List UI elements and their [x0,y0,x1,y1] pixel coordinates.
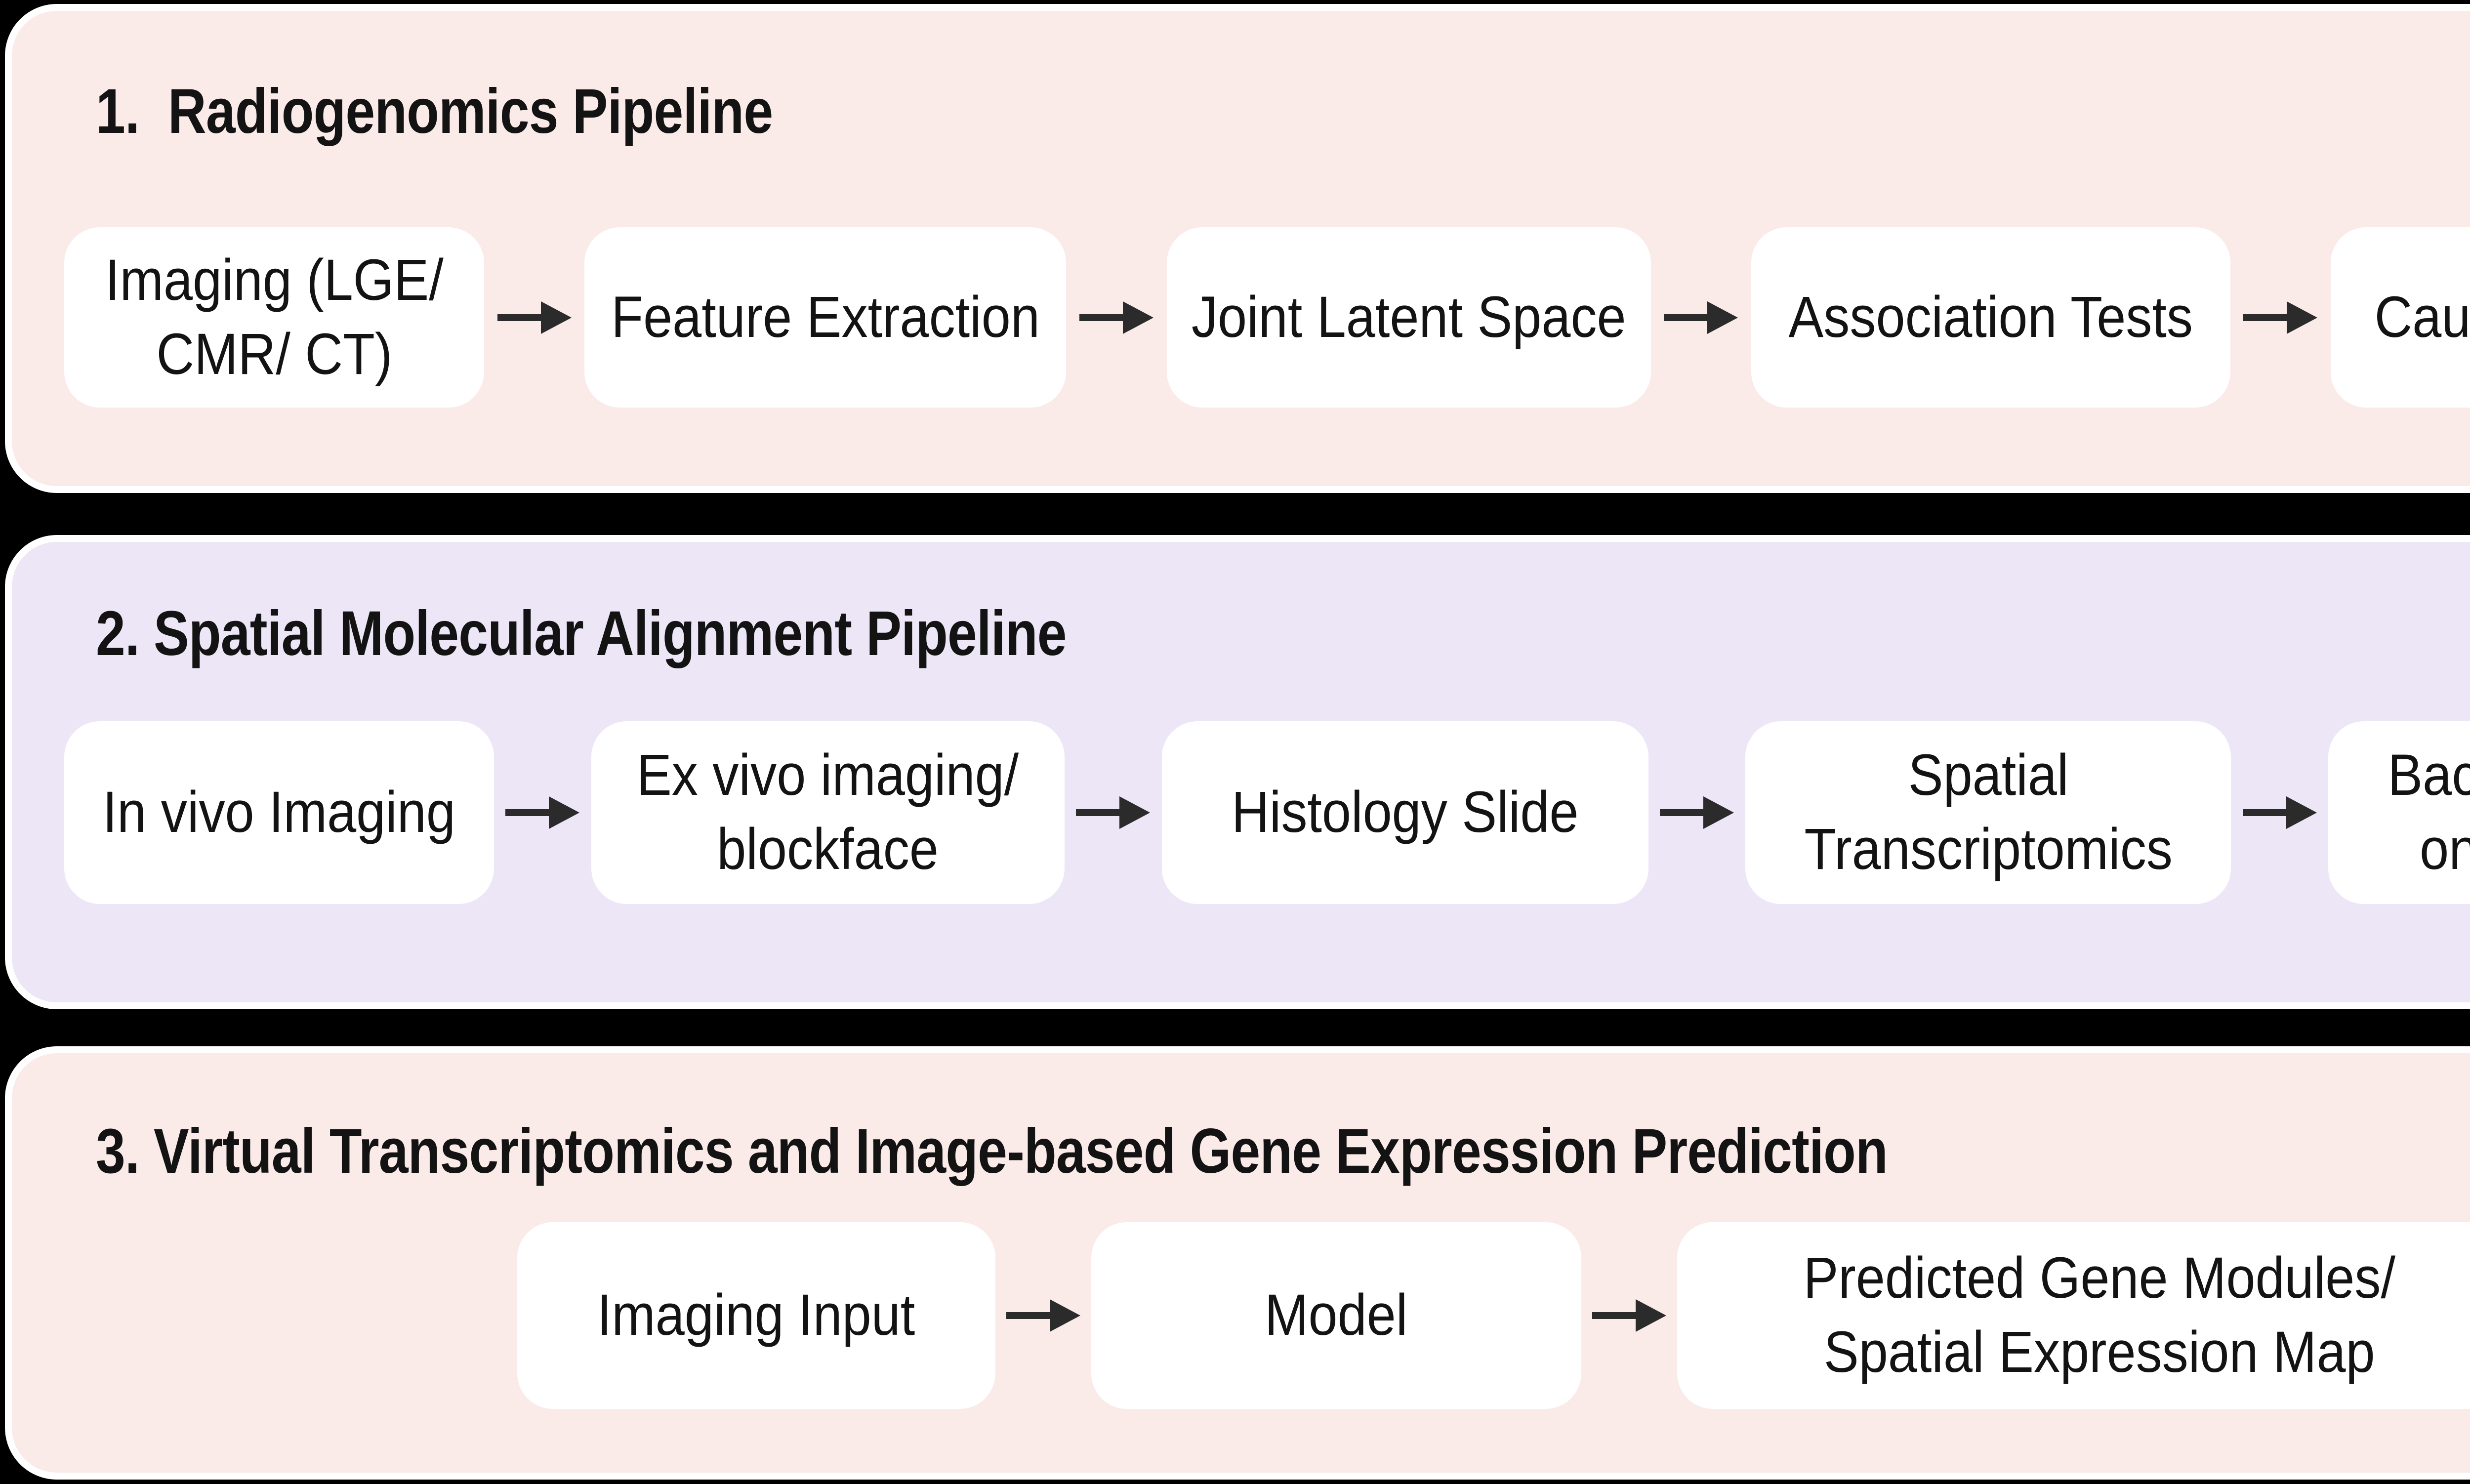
panel-virtual-transcriptomics: 3. Virtual Transcriptomics and Image-bas… [5,1046,2470,1480]
step-label: Ex vivo imaging/ blockface [637,742,1019,882]
step-label: Spatial Transcriptomics [1804,742,2173,882]
step-box-in-vivo-imaging: In vivo Imaging [64,721,494,904]
arrow-right-icon [1006,1299,1080,1332]
panel-title: 2. Spatial Molecular Alignment Pipeline [96,598,1067,669]
steps-row: Imaging Input Model Predicted Gene Modul… [517,1222,2470,1409]
step-box-causal-inference: Causal Inference [2331,227,2470,408]
arrow-right-icon [1664,301,1738,334]
arrow-right-icon [505,796,580,829]
step-label: Histology Slide [1231,780,1579,845]
step-label: Causal Inference [2374,284,2470,350]
step-box-model: Model [1091,1222,1581,1409]
panel-radiogenomics-pipeline: 1. Radiogenomics Pipeline Imaging (LGE/ … [5,4,2470,493]
panel-spatial-molecular-alignment-pipeline: 2. Spatial Molecular Alignment Pipeline … [5,535,2470,1009]
step-box-back-projection-onto-imaging: Back-Projection onto Imaging [2328,721,2470,904]
step-box-joint-latent-space: Joint Latent Space [1166,227,1651,408]
step-box-imaging-lge-cmr-ct: Imaging (LGE/ CMR/ CT) [64,227,484,408]
step-box-predicted-gene-modules: Predicted Gene Modules/ Spatial Expressi… [1677,1222,2470,1409]
step-box-association-tests: Association Tests [1751,227,2230,408]
arrow-right-icon [2242,796,2317,829]
steps-row: Imaging (LGE/ CMR/ CT) Feature Extractio… [64,227,2470,408]
step-label: Joint Latent Space [1191,284,1626,350]
arrow-right-icon [1079,301,1153,334]
step-box-imaging-input: Imaging Input [517,1222,995,1409]
step-label: Imaging (LGE/ CMR/ CT) [105,247,444,387]
step-box-histology-slide: Histology Slide [1161,721,1648,904]
step-label: In vivo Imaging [102,780,456,845]
arrow-right-icon [497,301,572,334]
arrow-right-icon [1592,1299,1666,1332]
arrow-right-icon [1659,796,1734,829]
step-label: Association Tests [1788,284,2193,350]
step-label: Back-Projection onto Imaging [2388,742,2470,882]
arrow-right-icon [2243,301,2318,334]
step-label: Feature Extraction [611,284,1040,350]
step-box-feature-extraction: Feature Extraction [584,227,1067,408]
step-box-ex-vivo-imaging-blockface: Ex vivo imaging/ blockface [591,721,1065,904]
panel-title: 3. Virtual Transcriptomics and Image-bas… [96,1116,1888,1187]
step-label: Model [1265,1282,1408,1348]
step-label: Imaging Input [597,1282,915,1348]
steps-row: In vivo Imaging Ex vivo imaging/ blockfa… [64,721,2470,904]
step-box-spatial-transcriptomics: Spatial Transcriptomics [1745,721,2231,904]
arrow-right-icon [1076,796,1151,829]
step-label: Predicted Gene Modules/ Spatial Expressi… [1803,1245,2396,1385]
panel-title: 1. Radiogenomics Pipeline [96,76,773,147]
